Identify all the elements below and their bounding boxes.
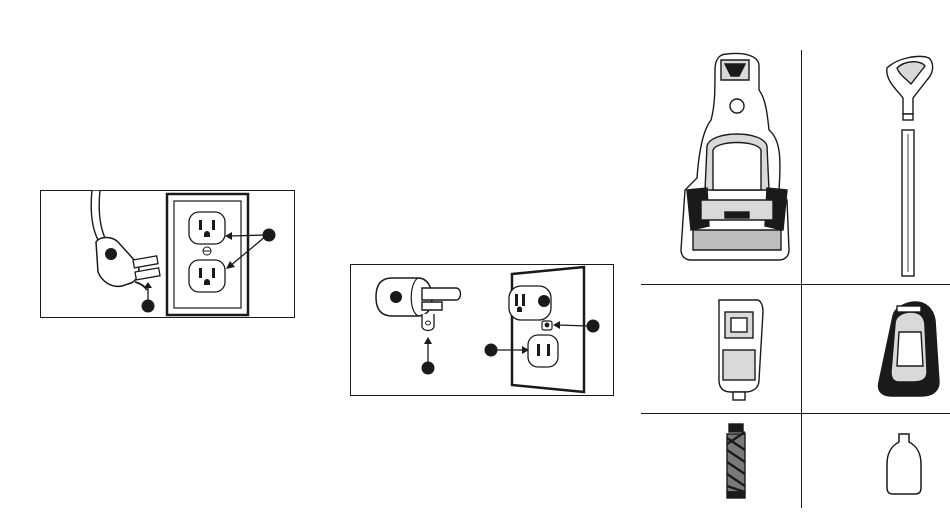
grounding-tab-icon <box>422 314 434 331</box>
dirty-tank-icon <box>879 302 940 396</box>
bottle-icon <box>887 434 921 494</box>
figure-parts-grid <box>641 50 950 517</box>
outlet-icon <box>509 267 584 392</box>
brush-roll-icon <box>727 424 745 498</box>
handle-icon <box>887 56 933 276</box>
upright-base-icon <box>681 54 789 261</box>
callout-dot-icon <box>538 295 550 307</box>
water-tank-icon <box>719 300 763 400</box>
callout-dot-icon <box>105 248 117 260</box>
callout-dot-icon <box>390 291 402 303</box>
figure-adapter <box>350 264 614 396</box>
grounded-outlet-icon <box>167 194 248 315</box>
figure-grounded-plug <box>40 190 295 318</box>
